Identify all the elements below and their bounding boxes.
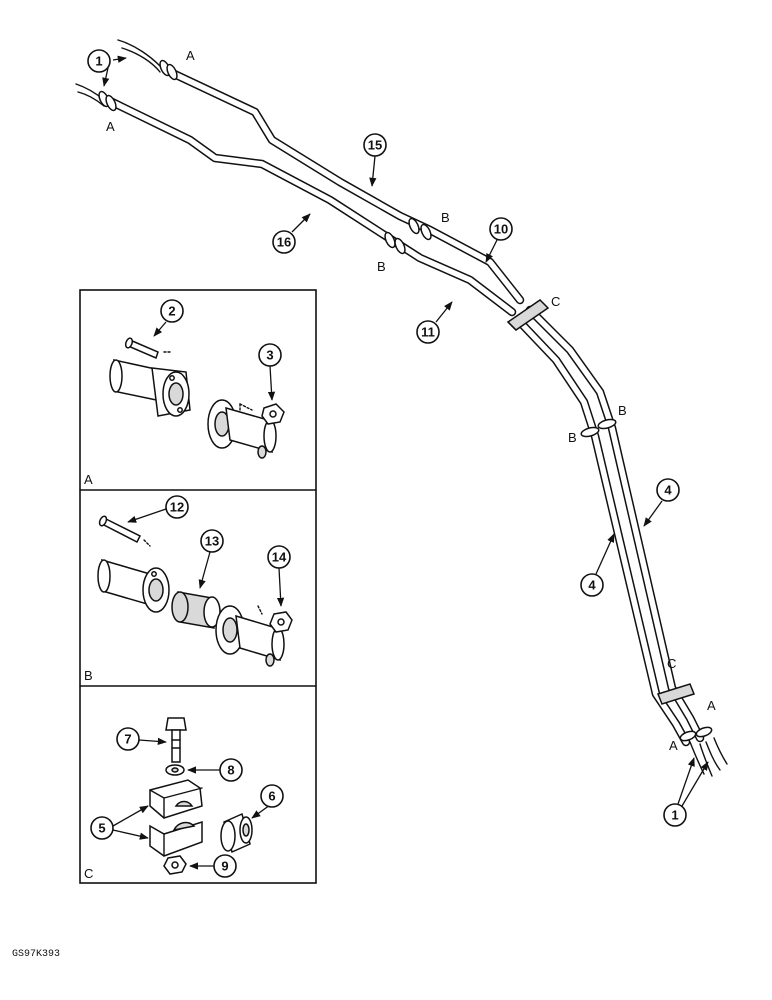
letter-c: C [551, 294, 560, 309]
svg-text:1: 1 [95, 54, 102, 69]
svg-text:4: 4 [588, 578, 596, 593]
svg-text:2: 2 [168, 304, 175, 319]
callout-11: 11 [416, 301, 453, 344]
callout-15: 15 [363, 133, 387, 187]
nut [163, 855, 187, 875]
letter-a: A [186, 48, 195, 63]
pipe-4-inner [513, 315, 691, 747]
svg-text:16: 16 [277, 235, 291, 250]
svg-text:1: 1 [671, 808, 678, 823]
pipe-15 [165, 67, 525, 305]
callout-1: 1 [663, 757, 709, 827]
letter-b: B [618, 403, 627, 418]
detail-frame [79, 289, 317, 884]
svg-text:10: 10 [494, 222, 508, 237]
svg-text:3: 3 [266, 348, 273, 363]
callout-10: 10 [485, 217, 513, 263]
pipe-4-outer [525, 305, 705, 743]
flange-half-right [215, 605, 285, 667]
svg-text:15: 15 [368, 138, 382, 153]
clamp-bolt [165, 717, 187, 763]
callout-12: 12 [127, 495, 189, 523]
nut [261, 403, 285, 425]
callouts: 1 15 16 10 11 4 [87, 49, 709, 878]
callout-4: 4 [643, 478, 680, 527]
connector-b-lower [384, 231, 406, 255]
joint-letters: A A B B C B B C A A [106, 48, 716, 753]
hose-ends-bottom [689, 737, 728, 777]
letter-b: B [377, 259, 386, 274]
panel-a-flange-connection [109, 337, 285, 459]
flange-a-bottom [679, 726, 713, 742]
letter-c: C [667, 656, 676, 671]
reference-code: GS97K393 [12, 949, 60, 960]
callout-5: 5 [90, 805, 149, 840]
letter-b: B [568, 430, 577, 445]
washer [165, 764, 185, 776]
clamp-c-lower [657, 683, 695, 705]
clamp-c-upper [506, 299, 550, 331]
svg-text:13: 13 [205, 534, 219, 549]
svg-text:8: 8 [227, 763, 234, 778]
flange-half-right [207, 399, 277, 459]
nut [269, 611, 293, 633]
panel-c-pipe-clamp [149, 717, 253, 875]
connector-b-right [580, 418, 617, 438]
panel-a-label: A [84, 472, 93, 487]
callout-2: 2 [153, 299, 184, 337]
pipe-assembly [75, 39, 728, 777]
svg-text:6: 6 [268, 789, 275, 804]
svg-text:9: 9 [221, 859, 228, 874]
bolt [124, 337, 173, 360]
callout-1: 1 [87, 49, 127, 87]
callout-13: 13 [198, 529, 224, 589]
sleeve [220, 812, 253, 854]
callout-6: 6 [251, 784, 284, 819]
flange-a-top-1 [159, 59, 178, 81]
connector-b-upper [408, 217, 432, 241]
callout-8: 8 [187, 758, 243, 782]
letter-a: A [707, 698, 716, 713]
clamp-block-upper [149, 779, 203, 819]
svg-text:7: 7 [124, 732, 131, 747]
callout-9: 9 [189, 854, 237, 878]
callout-7: 7 [116, 727, 167, 751]
callout-14: 14 [267, 545, 291, 607]
callout-16: 16 [272, 213, 311, 254]
flange-half-left [109, 359, 191, 417]
bolt [98, 515, 151, 547]
clamp-block-lower [149, 820, 203, 857]
svg-text:12: 12 [170, 500, 184, 515]
flange-half-left [97, 558, 170, 613]
svg-text:4: 4 [664, 483, 672, 498]
svg-text:11: 11 [421, 325, 435, 340]
letter-a: A [106, 119, 115, 134]
panel-b-label: B [84, 668, 93, 683]
svg-text:14: 14 [272, 550, 287, 565]
panel-c-label: C [84, 866, 93, 881]
flange-a-top-2 [98, 90, 117, 112]
svg-text:5: 5 [98, 821, 105, 836]
panel-b-flange-with-spacer [97, 515, 293, 667]
callout-3: 3 [258, 343, 282, 401]
hose-ends-top [75, 39, 161, 107]
spacer [171, 591, 221, 629]
detail-panels: A B C [79, 289, 317, 884]
pipe-16 [107, 97, 517, 317]
letter-a: A [669, 738, 678, 753]
letter-b: B [441, 210, 450, 225]
callout-4: 4 [580, 533, 615, 597]
